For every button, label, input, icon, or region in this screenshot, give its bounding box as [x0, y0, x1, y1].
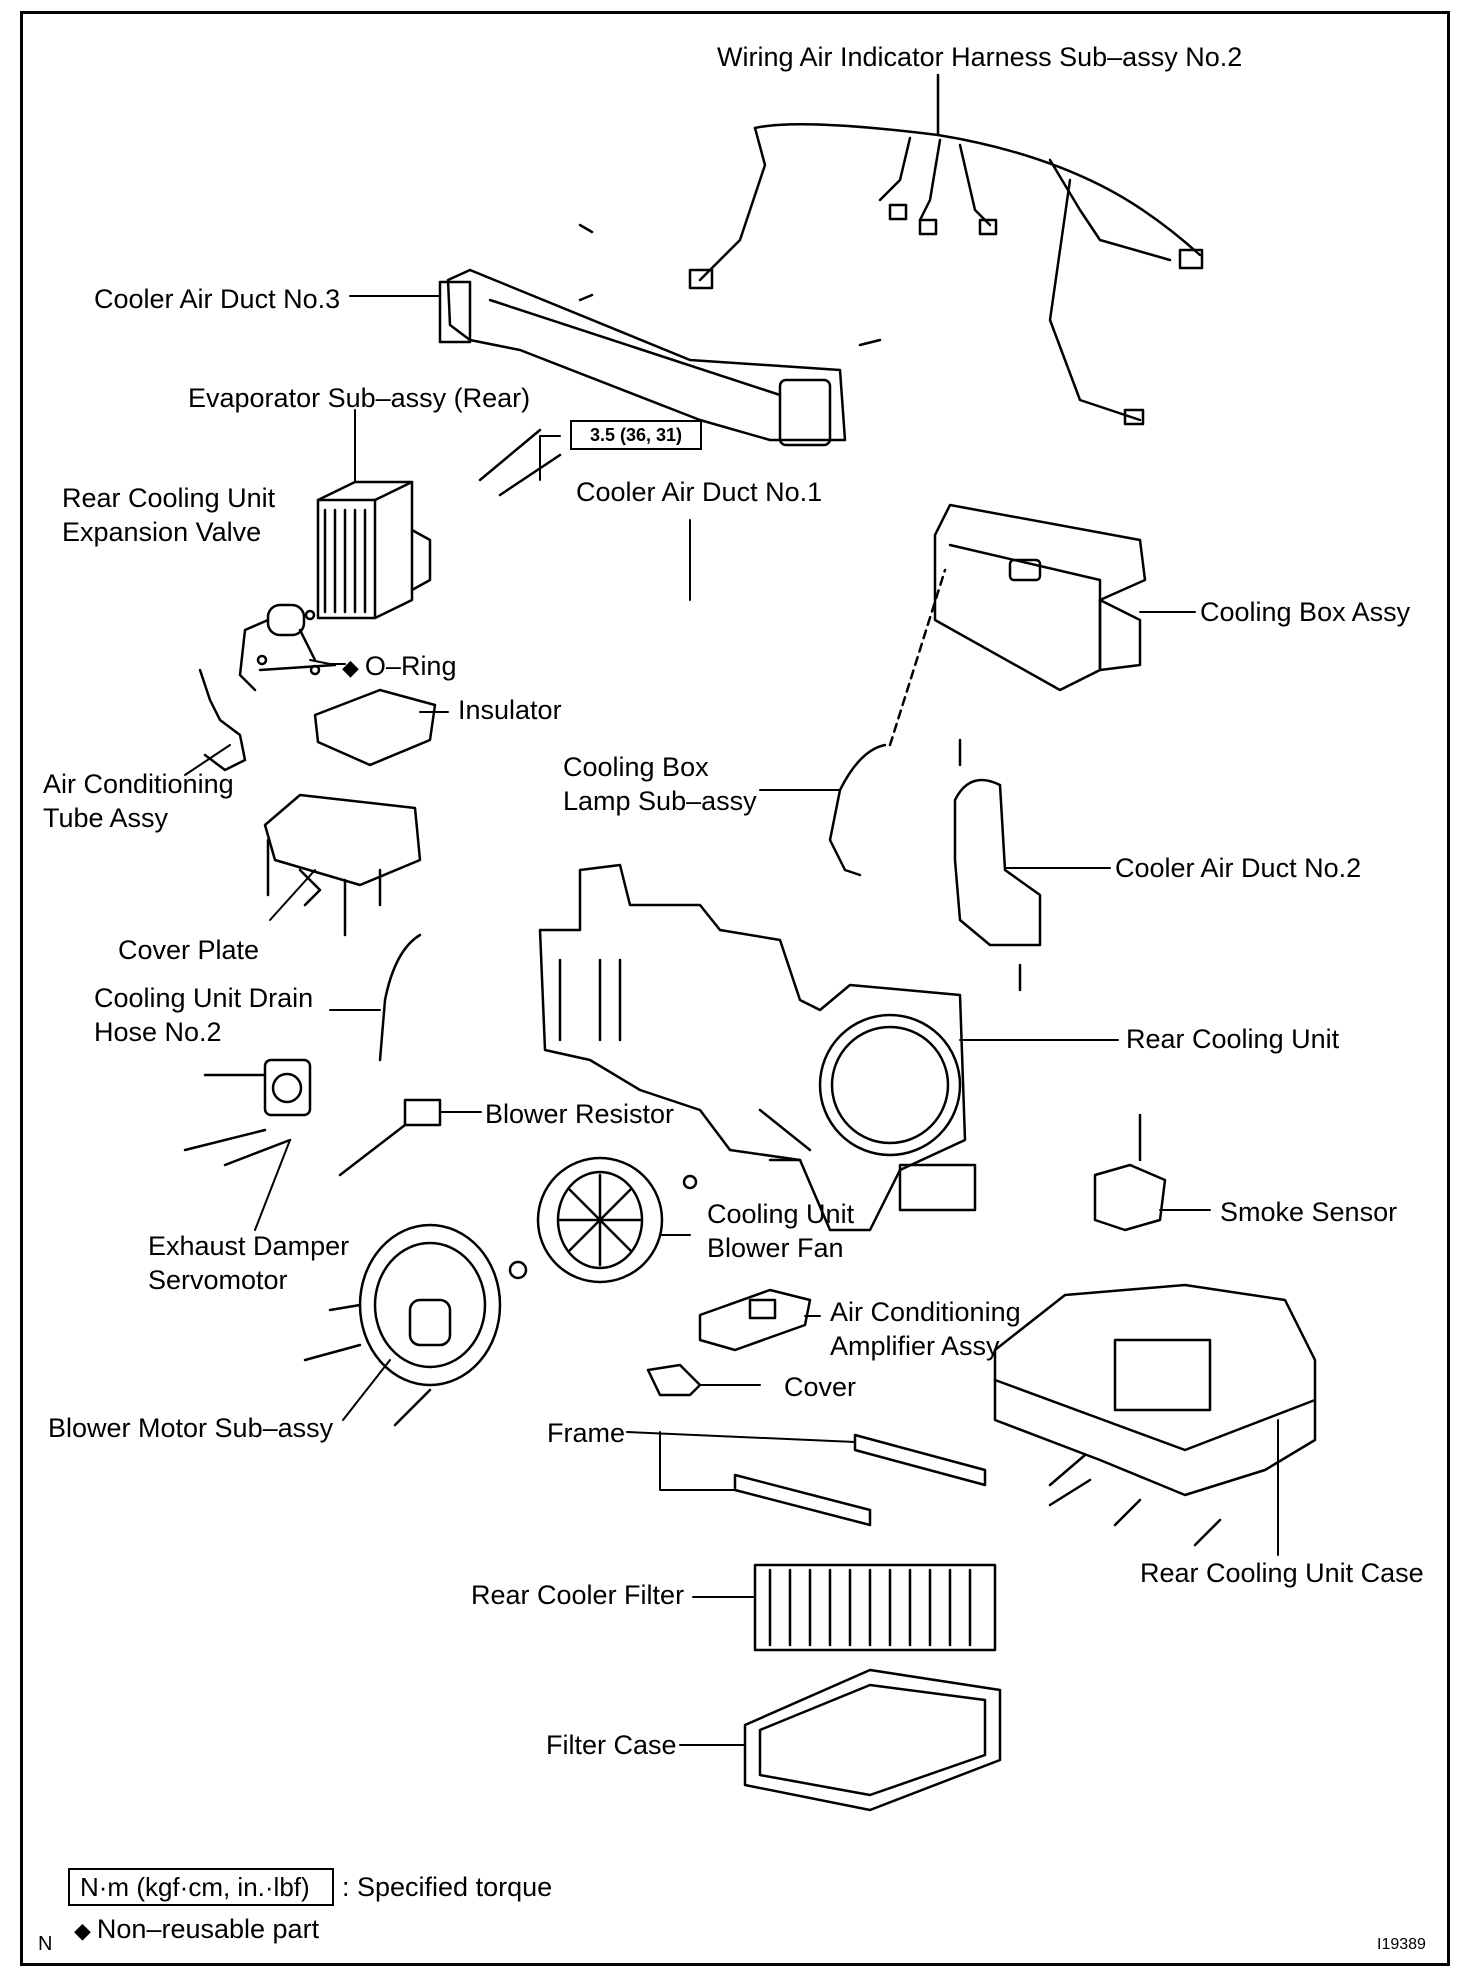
- legend-non-reusable-text: Non–reusable part: [96, 1914, 320, 1944]
- label-exhaust-damper-line2: Servomotor: [148, 1265, 288, 1295]
- cooler-duct-2-part: [953, 738, 1042, 992]
- label-cooling-box-lamp-line2: Lamp Sub–assy: [563, 786, 757, 816]
- cover-part: [646, 1363, 702, 1397]
- ac-tube-part: [198, 668, 247, 772]
- non-reusable-diamond-icon: ◆: [342, 655, 359, 680]
- label-smoke-sensor: Smoke Sensor: [1220, 1197, 1398, 1227]
- label-blower-resistor: Blower Resistor: [485, 1099, 675, 1129]
- label-expansion-valve: Rear Cooling Unit Expansion Valve: [62, 481, 275, 549]
- leader-lines: [184, 74, 1279, 1746]
- corner-letter: N: [38, 1933, 53, 1955]
- legend-diamond-icon: ◆: [74, 1918, 91, 1943]
- label-cooling-box-assy: Cooling Box Assy: [1200, 597, 1411, 627]
- ac-amplifier-part: [698, 1288, 812, 1352]
- label-insulator: Insulator: [458, 695, 562, 725]
- cooling-box-lamp-part: [828, 743, 887, 877]
- label-filter-case: Filter Case: [546, 1730, 677, 1760]
- legend-non-reusable: ◆Non–reusable part: [74, 1912, 319, 1948]
- label-rear-cooling-unit-case: Rear Cooling Unit Case: [1140, 1558, 1424, 1588]
- rear-cooling-unit-case-part: [993, 1283, 1317, 1547]
- label-cover: Cover: [784, 1372, 857, 1402]
- label-cooling-box-lamp-line1: Cooling Box: [563, 752, 709, 782]
- rear-cooling-unit-part: [538, 863, 977, 1232]
- diagram-frame: [20, 11, 1450, 1966]
- label-exhaust-damper-line1: Exhaust Damper: [148, 1231, 350, 1261]
- exhaust-damper-part: [183, 1058, 312, 1167]
- label-blower-fan-line2: Blower Fan: [707, 1233, 844, 1263]
- legend-torque-unit-box: N·m (kgf·cm, in.·lbf): [68, 1868, 334, 1906]
- label-drain-hose-line2: Hose No.2: [94, 1017, 222, 1047]
- label-ac-amplifier: Air Conditioning Amplifier Assy: [830, 1295, 1021, 1363]
- label-ac-tube-line2: Tube Assy: [43, 803, 169, 833]
- blower-motor-part: [303, 1223, 502, 1427]
- label-cooler-duct-1: Cooler Air Duct No.1: [576, 477, 823, 507]
- label-cooler-duct-2: Cooler Air Duct No.2: [1115, 853, 1362, 883]
- figure-id: I19389: [1377, 1936, 1426, 1953]
- blower-resistor-part: [338, 1098, 442, 1177]
- expansion-valve-part: [238, 603, 337, 692]
- label-blower-fan: Cooling Unit Blower Fan: [707, 1197, 854, 1265]
- label-ac-amplifier-line1: Air Conditioning: [830, 1297, 1021, 1327]
- filter-case-part: [743, 1668, 1002, 1812]
- label-exhaust-damper: Exhaust Damper Servomotor: [148, 1229, 349, 1297]
- label-cooler-duct-3: Cooler Air Duct No.3: [94, 284, 341, 314]
- cover-plate-part: [263, 793, 422, 937]
- cooler-duct-3-part: [438, 223, 882, 447]
- label-blower-fan-line1: Cooling Unit: [707, 1199, 855, 1229]
- torque-spec-box: 3.5 (36, 31): [570, 420, 702, 450]
- label-ac-amplifier-line2: Amplifier Assy: [830, 1331, 1000, 1361]
- drain-hose-part: [378, 933, 422, 1062]
- rear-cooler-filter-part: [753, 1563, 997, 1652]
- label-cooling-box-lamp: Cooling Box Lamp Sub–assy: [563, 750, 757, 818]
- label-cover-plate: Cover Plate: [118, 935, 260, 965]
- label-drain-hose: Cooling Unit Drain Hose No.2: [94, 981, 313, 1049]
- legend-torque-description: : Specified torque: [342, 1872, 553, 1902]
- cooling-box-part: [933, 503, 1147, 692]
- label-drain-hose-line1: Cooling Unit Drain: [94, 983, 314, 1013]
- wiring-harness-part: [688, 73, 1204, 426]
- frame-part: [733, 1433, 987, 1527]
- label-expansion-valve-line1: Rear Cooling Unit: [62, 483, 276, 513]
- label-frame: Frame: [547, 1418, 626, 1448]
- label-ac-tube-line1: Air Conditioning: [43, 769, 234, 799]
- label-rear-cooler-filter: Rear Cooler Filter: [471, 1580, 685, 1610]
- label-blower-motor: Blower Motor Sub–assy: [48, 1413, 334, 1443]
- blower-fan-part: [508, 1156, 698, 1284]
- label-evaporator: Evaporator Sub–assy (Rear): [188, 383, 531, 413]
- label-rear-cooling-unit: Rear Cooling Unit: [1126, 1024, 1340, 1054]
- label-o-ring: ◆O–Ring: [342, 649, 456, 685]
- label-ac-tube: Air Conditioning Tube Assy: [43, 767, 234, 835]
- lamp-guide-line: [888, 568, 947, 747]
- label-o-ring-text: O–Ring: [364, 651, 457, 681]
- insulator-part: [313, 688, 437, 767]
- label-wiring-harness: Wiring Air Indicator Harness Sub–assy No…: [717, 42, 1243, 72]
- smoke-sensor-part: [1093, 1113, 1167, 1232]
- label-expansion-valve-line2: Expansion Valve: [62, 517, 262, 547]
